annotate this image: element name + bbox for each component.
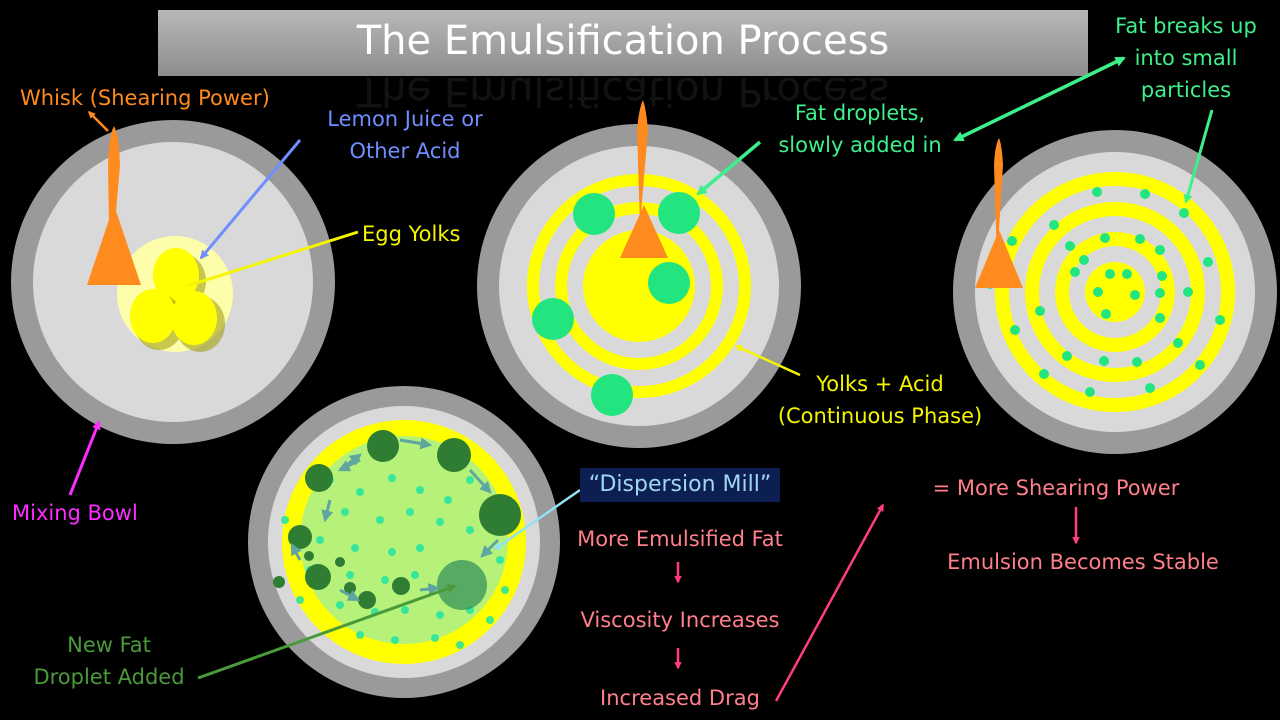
mixing-bowl-label: Mixing Bowl: [12, 501, 138, 525]
dispersion-mill-label: “Dispersion Mill”: [580, 468, 780, 502]
whisk-icon: [975, 138, 1023, 288]
fat-droplets-label: Fat droplets, slowly added in: [760, 97, 960, 161]
mixing-bowl-2: [477, 100, 801, 448]
arrow-icon: [68, 56, 1214, 702]
fat-breaks-line-3: particles: [1140, 78, 1232, 102]
fat-breaks-line-2: into small: [1134, 46, 1238, 70]
new-fat-droplet-label: New Fat Droplet Added: [14, 629, 204, 693]
new-fat-line-1: New Fat: [67, 633, 151, 657]
continuous-phase-line-2: (Continuous Phase): [777, 404, 983, 428]
whisk-icon: [620, 100, 668, 258]
lemon-juice-line-2: Other Acid: [349, 139, 461, 163]
fat-droplet-icon: [532, 192, 700, 416]
fat-breaks-label: Fat breaks up into small particles: [1100, 10, 1272, 106]
fat-droplets-line-2: slowly added in: [778, 133, 942, 157]
title-bar: The Emulsification Process The Emulsific…: [158, 10, 1088, 114]
fat-particles: [985, 187, 1225, 397]
continuous-phase-line-1: Yolks + Acid: [816, 372, 944, 396]
continuous-phase-label: Yolks + Acid (Continuous Phase): [762, 368, 998, 432]
emulsion-stable-label: Emulsion Becomes Stable: [947, 550, 1219, 574]
whisk-label: Whisk (Shearing Power): [20, 86, 270, 110]
lemon-juice-label: Lemon Juice or Other Acid: [300, 103, 510, 167]
fat-droplets-line-1: Fat droplets,: [794, 101, 926, 125]
mixing-bowl-3: [953, 130, 1277, 454]
lemon-juice-line-1: Lemon Juice or: [327, 107, 483, 131]
more-emulsified-label: More Emulsified Fat: [577, 527, 783, 551]
fat-particles: [281, 474, 509, 649]
egg-yolk-icon: [130, 248, 225, 352]
drag-label: Increased Drag: [600, 686, 760, 710]
shearing-power-label: = More Shearing Power: [932, 476, 1180, 500]
whisk-icon: [87, 126, 141, 285]
viscosity-label: Viscosity Increases: [580, 608, 780, 632]
fat-breaks-line-1: Fat breaks up: [1115, 14, 1257, 38]
egg-yolks-label: Egg Yolks: [362, 222, 461, 246]
mixing-bowl-1: [11, 120, 335, 444]
mixing-bowl-4: [248, 386, 560, 698]
page-title: The Emulsification Process: [356, 18, 890, 64]
new-fat-line-2: Droplet Added: [33, 665, 185, 689]
